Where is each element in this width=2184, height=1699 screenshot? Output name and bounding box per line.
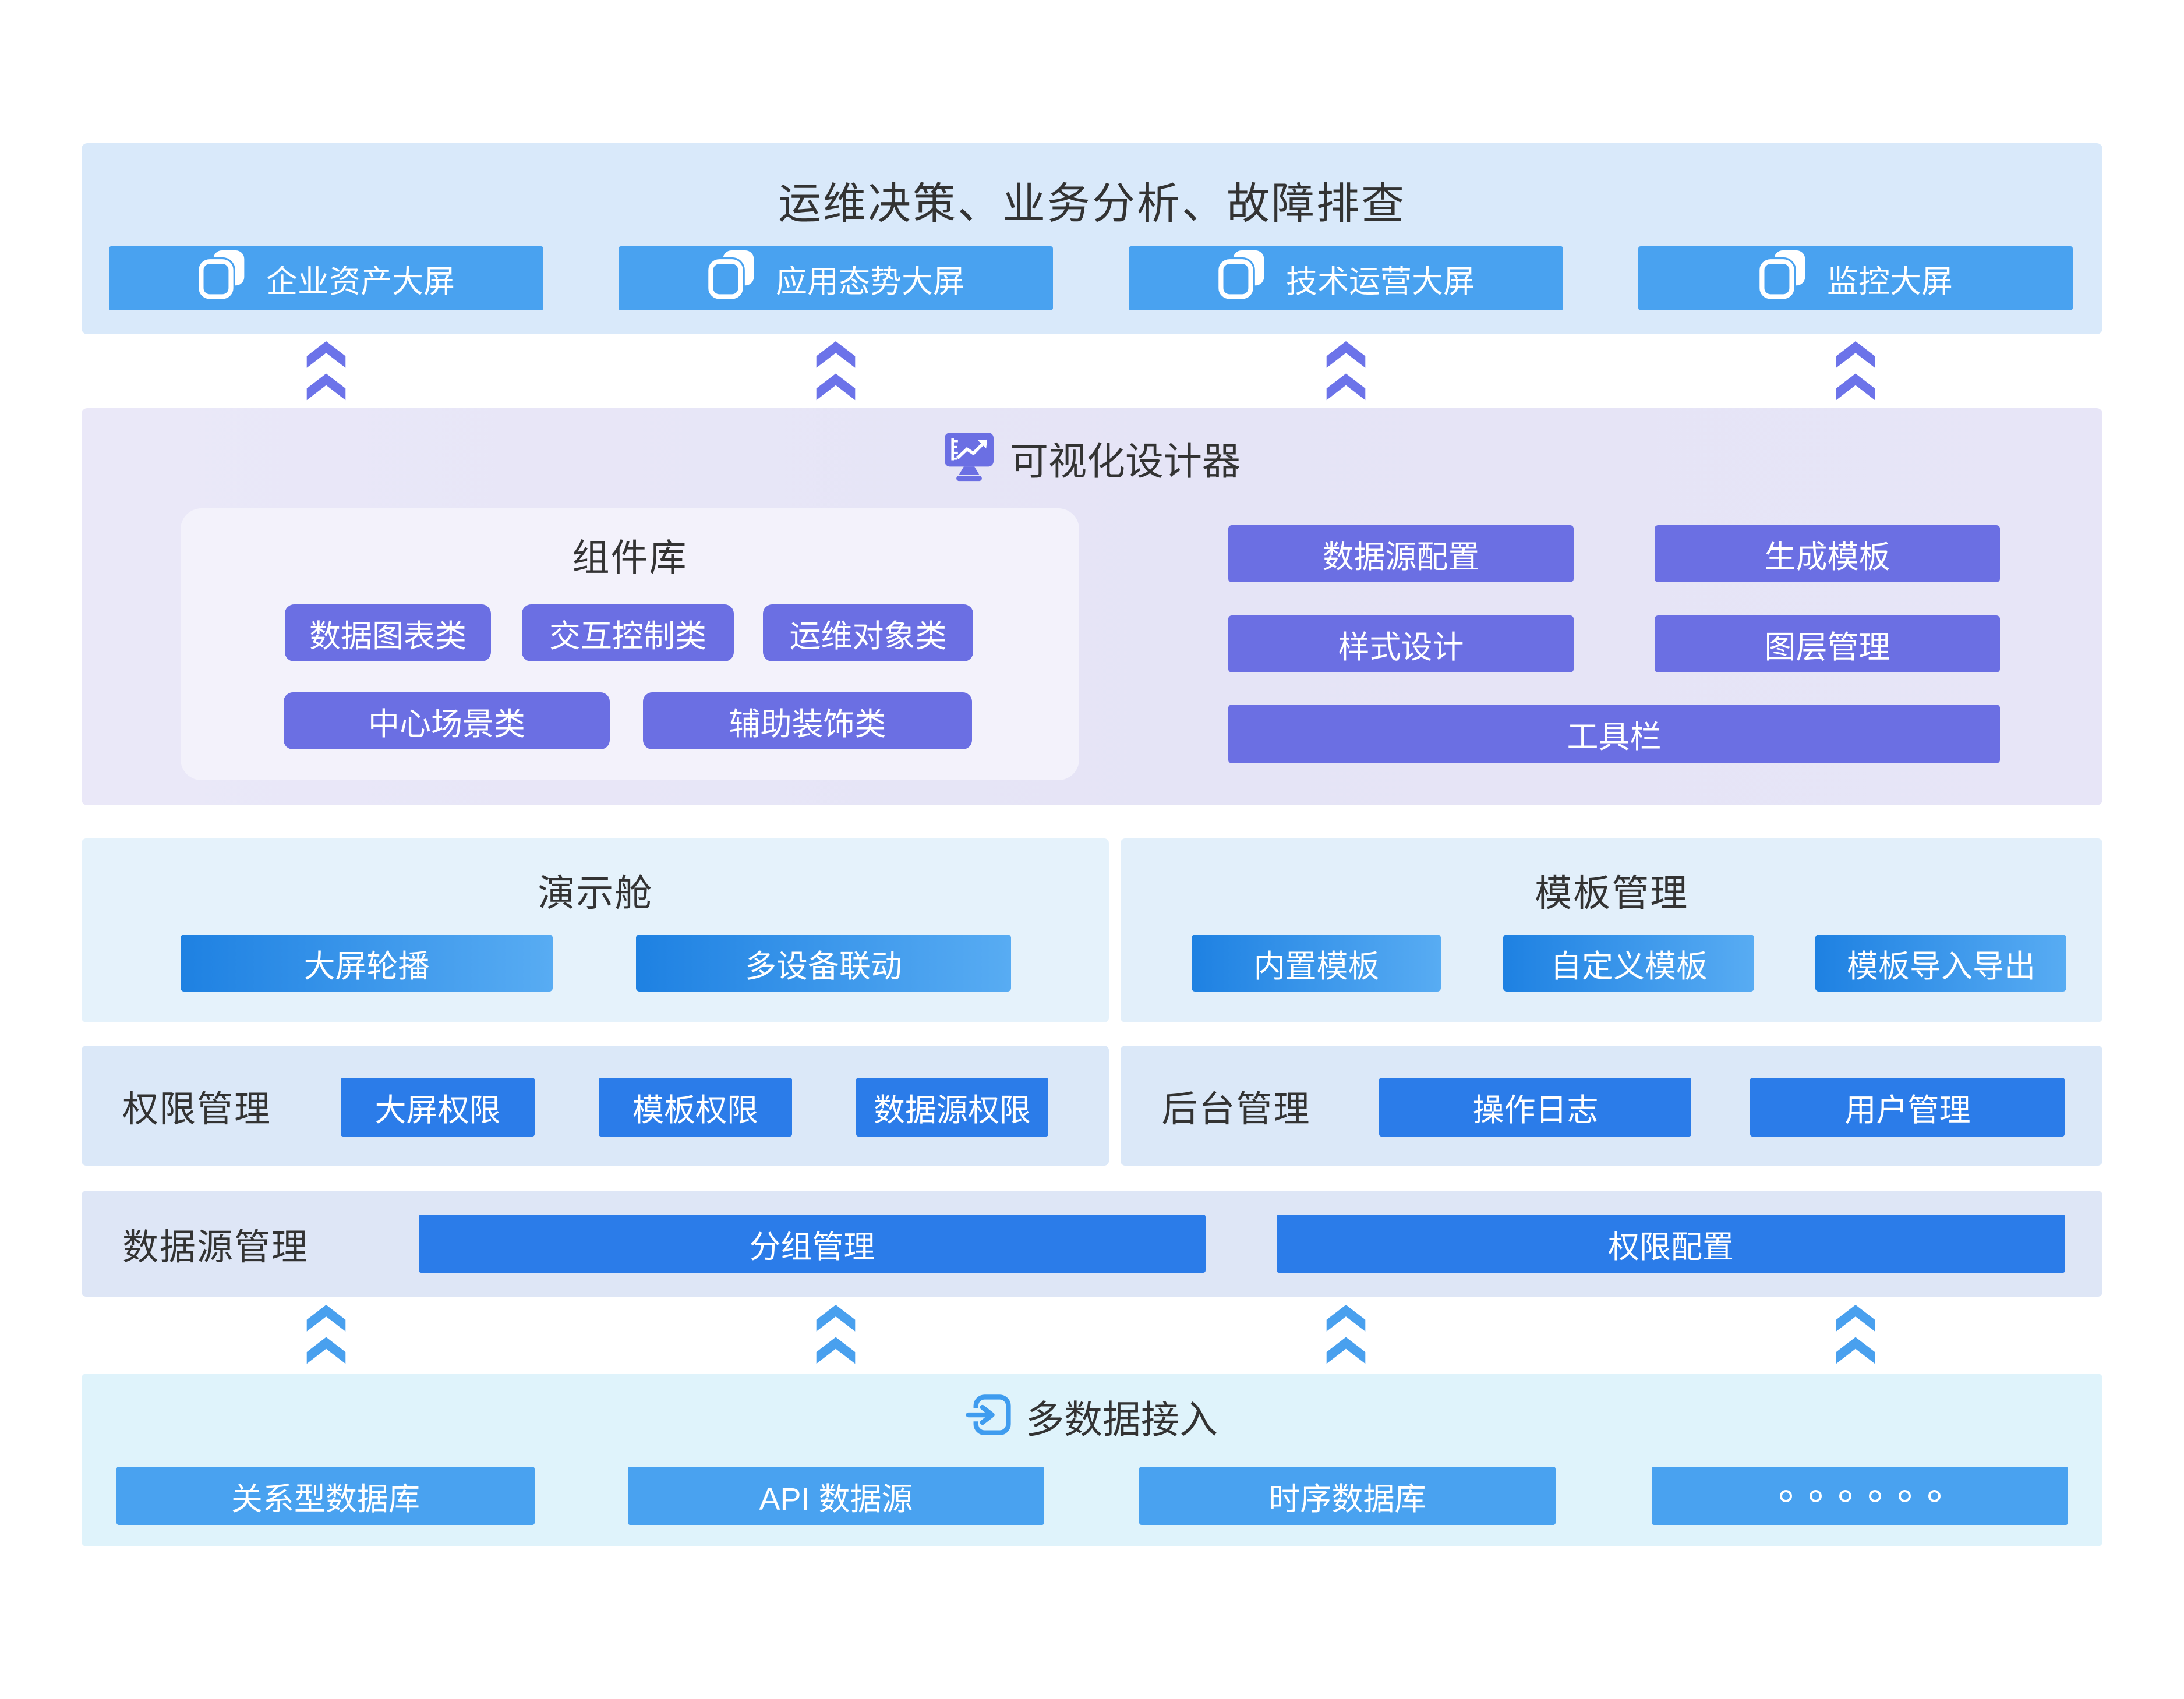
node-label: 应用态势大屏 xyxy=(776,264,964,299)
chevron-up-icon xyxy=(1318,1305,1374,1365)
datasource-management-label: 数据源管理 xyxy=(122,1227,309,1268)
node-app-status-screen: 应用态势大屏 xyxy=(619,246,1053,310)
node-label: 监控大屏 xyxy=(1827,264,1953,299)
chevron-up-icon xyxy=(298,341,354,402)
node-style-design: 样式设计 xyxy=(1228,615,1574,672)
dot xyxy=(1898,1489,1911,1502)
node-datasource-permission: 数据源权限 xyxy=(856,1078,1048,1137)
dot xyxy=(1868,1489,1881,1502)
node-monitor-screen: 监控大屏 xyxy=(1638,246,2073,310)
demo-title: 演示舱 xyxy=(538,872,653,914)
node-timeseries-database: 时序数据库 xyxy=(1139,1467,1556,1525)
designer-monitor-icon xyxy=(943,432,995,484)
arrows-designer-to-top xyxy=(82,334,2102,408)
top-section: 运维决策、业务分析、故障排查 企业资产大屏 xyxy=(82,143,2102,334)
designer-section: 可视化设计器 组件库 数据图表类 交互控制类 运维对象类 中心场景类 辅助装饰类… xyxy=(82,408,2102,805)
more-dots xyxy=(1779,1489,1941,1502)
screens-icon xyxy=(706,249,756,308)
template-management-panel: 模板管理 内置模板 自定义模板 模板导入导出 xyxy=(1121,838,2102,1022)
node-screen-permission: 大屏权限 xyxy=(341,1078,535,1137)
import-icon xyxy=(966,1393,1012,1441)
node-operation-log: 操作日志 xyxy=(1379,1078,1692,1137)
data-access-section: 多数据接入 关系型数据库 API 数据源 时序数据库 xyxy=(82,1374,2102,1546)
chevron-up-icon xyxy=(1318,341,1374,402)
designer-title: 可视化设计器 xyxy=(1010,440,1241,483)
screens-icon xyxy=(197,249,246,308)
template-management-title: 模板管理 xyxy=(1535,872,1689,914)
chevron-up-icon xyxy=(808,1305,864,1365)
permission-backend-row: 权限管理 大屏权限 模板权限 数据源权限 后台管理 操作日志 用户管理 xyxy=(82,1046,2102,1166)
node-template-import-export: 模板导入导出 xyxy=(1815,935,2067,992)
chevron-up-icon xyxy=(298,1305,354,1365)
node-data-chart-components: 数据图表类 xyxy=(285,604,491,661)
node-relational-database: 关系型数据库 xyxy=(116,1467,535,1525)
screens-icon xyxy=(1758,249,1807,308)
node-label: 企业资产大屏 xyxy=(266,264,455,299)
node-enterprise-asset-screen: 企业资产大屏 xyxy=(109,246,543,310)
node-label: 技术运营大屏 xyxy=(1286,264,1475,299)
screens-icon xyxy=(1217,249,1266,308)
node-multi-device-link: 多设备联动 xyxy=(636,935,1011,992)
demo-template-row: 演示舱 大屏轮播 多设备联动 模板管理 内置模板 自定义模板 模板导入导出 xyxy=(82,838,2102,1022)
data-access-header: 多数据接入 xyxy=(82,1389,2102,1445)
node-layer-management: 图层管理 xyxy=(1655,615,2000,672)
node-center-scene-components: 中心场景类 xyxy=(284,692,610,749)
data-access-title: 多数据接入 xyxy=(1026,1398,1218,1441)
permission-panel: 权限管理 大屏权限 模板权限 数据源权限 xyxy=(82,1046,1109,1166)
node-more-datasources xyxy=(1652,1467,2068,1525)
node-screen-carousel: 大屏轮播 xyxy=(181,935,553,992)
chevron-up-icon xyxy=(1828,1305,1883,1365)
node-api-datasource: API 数据源 xyxy=(628,1467,1044,1525)
dot xyxy=(1779,1489,1792,1502)
node-template-permission: 模板权限 xyxy=(599,1078,792,1137)
chevron-up-icon xyxy=(808,341,864,402)
node-permission-config: 权限配置 xyxy=(1277,1215,2065,1273)
datasource-management-section: 数据源管理 分组管理 权限配置 xyxy=(82,1191,2102,1297)
backend-label: 后台管理 xyxy=(1161,1089,1311,1130)
dot xyxy=(1839,1489,1851,1502)
component-library-panel: 组件库 数据图表类 交互控制类 运维对象类 中心场景类 辅助装饰类 xyxy=(181,508,1079,780)
dot xyxy=(1809,1489,1822,1502)
node-interactive-controls: 交互控制类 xyxy=(522,604,734,661)
node-datasource-config: 数据源配置 xyxy=(1228,525,1574,582)
node-group-management: 分组管理 xyxy=(419,1215,1206,1273)
diagram-canvas: 运维决策、业务分析、故障排查 企业资产大屏 xyxy=(82,143,2102,1546)
node-builtin-templates: 内置模板 xyxy=(1192,935,1441,992)
node-generate-template: 生成模板 xyxy=(1655,525,2000,582)
chevron-up-icon xyxy=(1828,341,1883,402)
component-library-title: 组件库 xyxy=(572,537,688,579)
node-aux-decoration-components: 辅助装饰类 xyxy=(643,692,972,749)
arrows-access-to-datasource xyxy=(82,1297,2102,1374)
dot xyxy=(1928,1489,1941,1502)
demo-panel: 演示舱 大屏轮播 多设备联动 xyxy=(82,838,1109,1022)
designer-header: 可视化设计器 xyxy=(82,430,2102,486)
node-user-management: 用户管理 xyxy=(1750,1078,2065,1137)
node-ops-object-components: 运维对象类 xyxy=(763,604,973,661)
node-toolbar: 工具栏 xyxy=(1228,705,2000,763)
node-custom-templates: 自定义模板 xyxy=(1503,935,1755,992)
node-tech-ops-screen: 技术运营大屏 xyxy=(1129,246,1563,310)
top-section-title: 运维决策、业务分析、故障排查 xyxy=(778,179,1406,228)
backend-panel: 后台管理 操作日志 用户管理 xyxy=(1121,1046,2102,1166)
permission-label: 权限管理 xyxy=(122,1089,272,1130)
